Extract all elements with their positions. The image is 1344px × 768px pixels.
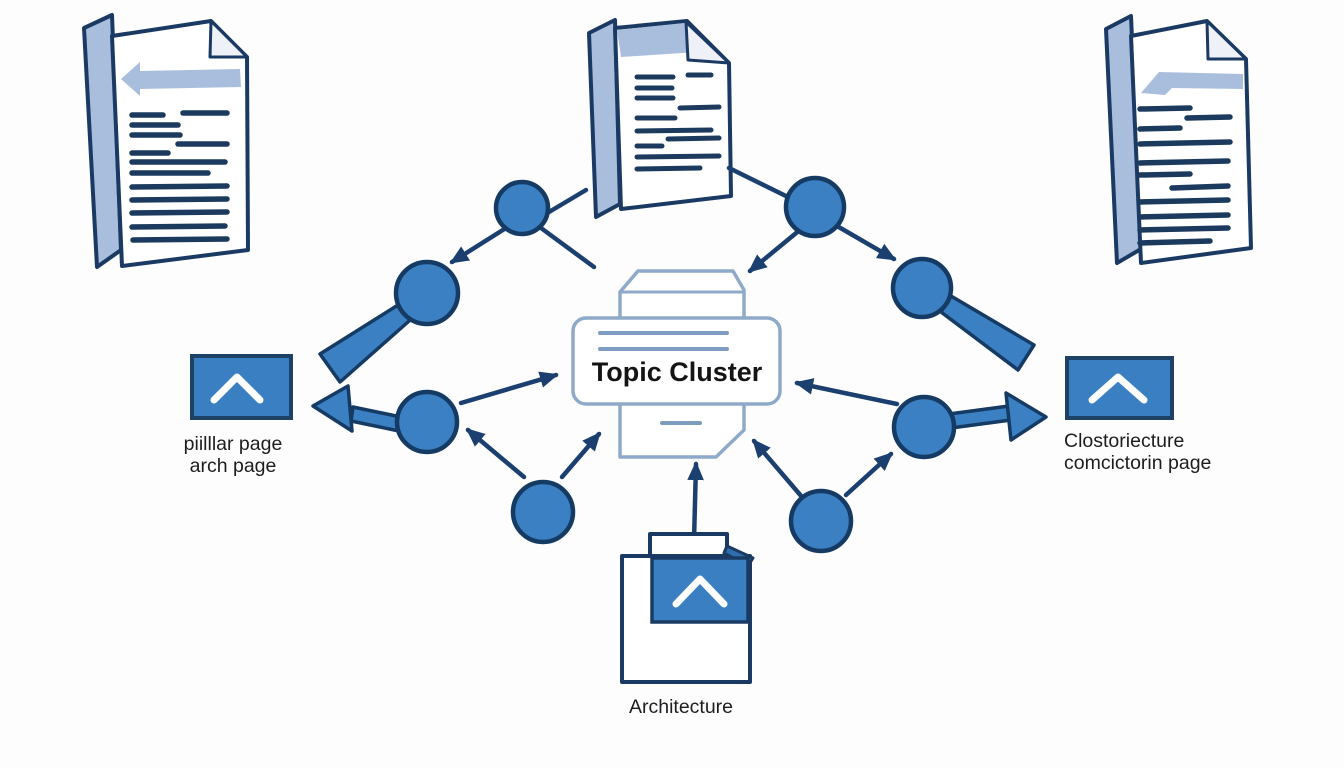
topic-cluster-icon: Topic Cluster	[571, 269, 782, 459]
cluster-page-icon	[1065, 356, 1174, 420]
pillar-page-label-line2: arch page	[190, 455, 277, 477]
pillar-page-label-line1: piilllar page	[184, 433, 283, 455]
doc-page	[613, 19, 733, 211]
arrow-node3-to-center	[458, 371, 559, 406]
cluster-node-3	[394, 389, 460, 455]
cluster-page-node: Clostoriecture comcictorin page	[1064, 356, 1211, 474]
bookmark-arrow-left-icon	[121, 62, 241, 96]
cluster-node-2	[393, 259, 461, 327]
cluster-nodes	[393, 175, 957, 554]
cluster-node-4	[510, 479, 576, 545]
architecture-folder-node: Architecture	[620, 532, 755, 718]
arrowhead-right-icon	[1004, 391, 1048, 442]
connector-arrows	[449, 165, 900, 544]
arrow-node1-to-node2	[449, 225, 509, 265]
cluster-page-label-line1: Clostoriecture	[1064, 430, 1184, 452]
document-icon-top-center	[587, 18, 733, 219]
center-label-box	[571, 316, 782, 406]
doc-text-lines	[129, 110, 230, 243]
pillar-page-node: piilllar page arch page	[184, 354, 293, 477]
topic-cluster-label: Topic Cluster	[592, 357, 763, 387]
cluster-node-5	[783, 175, 847, 239]
folder-tab	[648, 532, 729, 558]
cluster-node-1	[493, 179, 551, 237]
doc-corner-fold	[1205, 19, 1248, 61]
chevron-up-icon	[210, 373, 264, 404]
thick-arrow-right-shaft	[947, 404, 1013, 430]
folder-front-panel	[650, 556, 750, 624]
arrow-node4-to-center	[559, 431, 602, 480]
document-icon-top-left	[82, 13, 250, 269]
chevron-up-icon	[1088, 373, 1148, 404]
doc-text-lines	[1137, 105, 1233, 246]
cluster-node-8	[788, 488, 854, 554]
arrow-node5-to-node6	[834, 223, 897, 262]
arrow-node8-to-node7	[843, 451, 894, 498]
chevron-up-icon	[672, 575, 728, 608]
document-icon-top-right	[1104, 14, 1253, 265]
line-doc-to-node1	[541, 187, 589, 218]
cluster-node-7	[891, 394, 957, 460]
line-doc-to-node5	[726, 165, 793, 201]
cluster-page-label-line2: comcictorin page	[1064, 452, 1211, 474]
cluster-node-6	[890, 256, 954, 320]
arrow-folder-to-center	[687, 461, 704, 544]
doc-corner-fold	[208, 19, 249, 59]
arrow-node4-to-node3	[465, 427, 527, 480]
thick-arrow-left-shaft	[349, 405, 403, 433]
arrow-node8-to-center	[751, 438, 805, 500]
arrowhead-left-icon	[311, 384, 354, 433]
arrow-node5-to-center	[747, 226, 804, 274]
pillar-page-icon	[190, 354, 293, 420]
arrow-node7-to-center	[794, 378, 900, 407]
doc-text-lines	[634, 72, 722, 172]
line-node1-to-center	[538, 225, 597, 270]
architecture-label: Architecture	[629, 696, 733, 718]
tail-node6-to-cluster	[939, 294, 1036, 372]
doc-corner-fold	[684, 20, 731, 65]
doc-header-flag	[1141, 72, 1243, 95]
